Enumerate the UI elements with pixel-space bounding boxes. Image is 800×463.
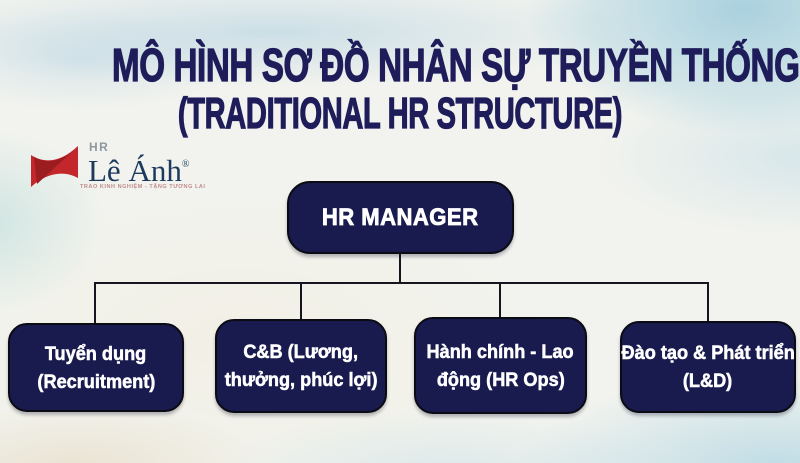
org-box-cnb: C&B (Lương, thưởng, phúc lợi) (215, 319, 387, 413)
page-title: MÔ HÌNH SƠ ĐỒ NHÂN SỰ TRUYỀN THỐNG (TRAD… (0, 39, 800, 138)
connector-child-3 (499, 282, 501, 320)
logo-mark-icon (31, 146, 78, 187)
connector-horizontal (94, 282, 709, 284)
title-line-1: MÔ HÌNH SƠ ĐỒ NHÂN SỰ TRUYỀN THỐNG (112, 39, 800, 91)
connector-child-2 (300, 282, 302, 322)
org-box-hr-manager-label: HR MANAGER (322, 203, 479, 231)
org-box-cnb-line2: thưởng, phúc lợi) (224, 369, 378, 392)
connector-child-1 (94, 282, 96, 324)
org-box-hr-ops: Hành chính - Lao động (HR Ops) (414, 317, 587, 414)
logo-name-text: Lê Ánh (88, 153, 182, 188)
org-box-cnb-line1: C&B (Lương, (243, 341, 359, 364)
org-box-recruitment: Tuyển dụng (Recruitment) (8, 323, 184, 412)
org-box-hr-ops-line2: động (HR Ops) (436, 368, 565, 391)
logo-hr-text: HR (89, 140, 110, 154)
org-box-recruitment-line2: (Recruitment) (37, 370, 155, 393)
brand-logo: HR Lê Ánh® TRAO KINH NGHIỆM - TẶNG TƯƠNG… (30, 140, 210, 196)
org-box-hr-manager: HR MANAGER (287, 181, 514, 254)
org-box-lnd-line1: Đào tạo & Phát triển (621, 342, 795, 365)
org-box-recruitment-line1: Tuyển dụng (45, 342, 147, 365)
org-box-hr-ops-line1: Hành chính - Lao (426, 340, 575, 363)
org-box-lnd: Đào tạo & Phát triển (L&D) (620, 321, 796, 413)
logo-tagline: TRAO KINH NGHIỆM - TẶNG TƯƠNG LAI (80, 184, 206, 190)
org-box-lnd-line2: (L&D) (683, 370, 733, 393)
connector-root-stem (399, 252, 401, 284)
connector-child-4 (707, 282, 709, 323)
registered-mark: ® (181, 159, 190, 170)
logo-name: Lê Ánh® (88, 148, 189, 188)
title-line-2: (TRADITIONAL HR STRUCTURE) (177, 89, 623, 138)
